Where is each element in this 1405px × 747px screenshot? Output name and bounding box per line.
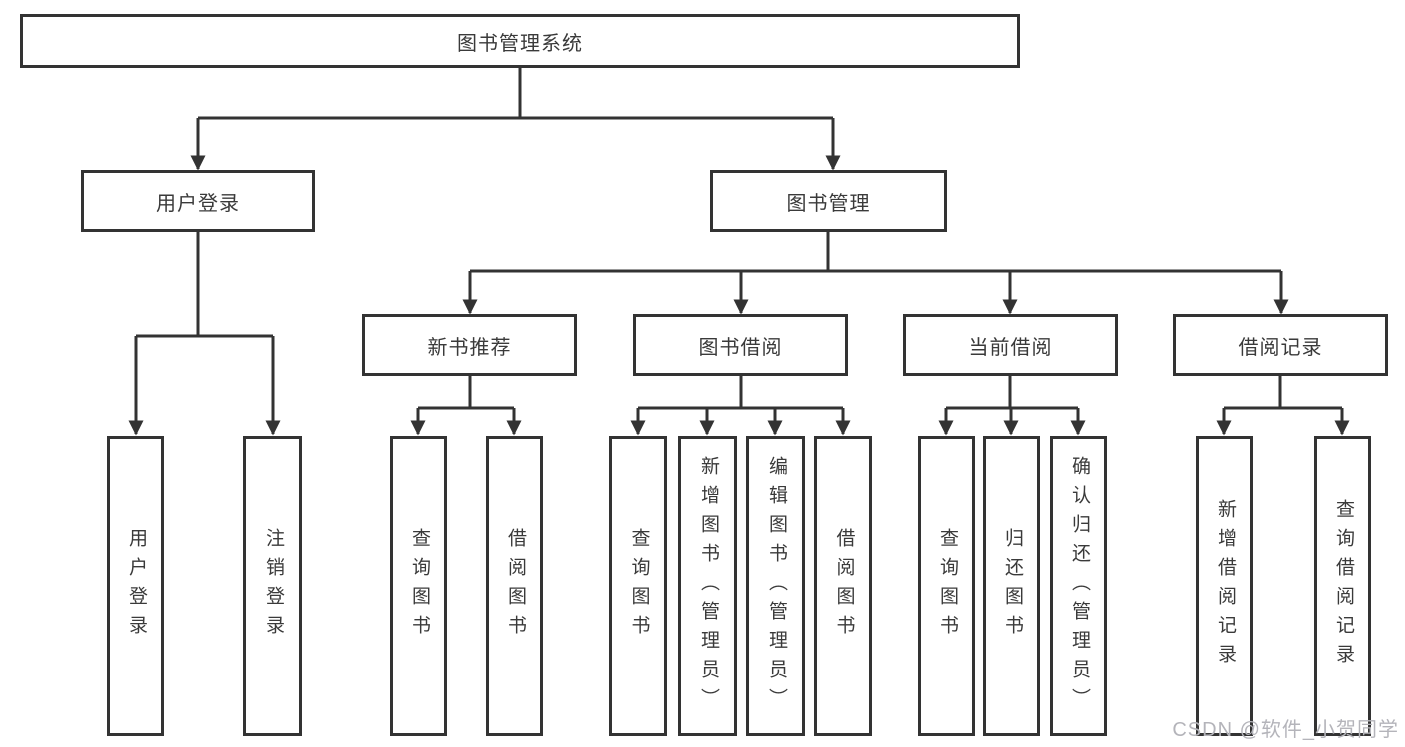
leaf-cb-query-books: 查询图书 [918, 436, 975, 736]
leaf-cb-confirm-return-admin: 确认归还（管理员） [1050, 436, 1107, 736]
connector-root [190, 68, 841, 171]
node-user-login: 用户登录 [81, 170, 315, 232]
node-current-borrowing: 当前借阅 [903, 314, 1118, 376]
leaf-logout-label: 注销登录 [262, 528, 284, 644]
leaf-cb-return-books-label: 归还图书 [1001, 528, 1023, 644]
leaf-user-login: 用户登录 [107, 436, 164, 736]
connector-book-borrow [630, 376, 851, 436]
leaf-br-add-record: 新增借阅记录 [1196, 436, 1253, 736]
node-root-library-system: 图书管理系统 [20, 14, 1020, 68]
connector-new-book-rec [410, 376, 522, 436]
leaf-bb-edit-books-admin-label: 编辑图书（管理员） [765, 455, 787, 717]
leaf-bb-borrow-books-label: 借阅图书 [833, 528, 855, 644]
leaf-bb-query-books-label: 查询图书 [628, 528, 650, 644]
node-book-management: 图书管理 [710, 170, 947, 232]
leaf-cb-query-books-label: 查询图书 [936, 528, 958, 644]
leaf-bb-add-books-admin-label: 新增图书（管理员） [697, 455, 719, 717]
leaf-bb-edit-books-admin: 编辑图书（管理员） [746, 436, 805, 736]
leaf-br-add-record-label: 新增借阅记录 [1214, 499, 1236, 673]
leaf-br-query-record-label: 查询借阅记录 [1332, 499, 1354, 673]
leaf-cb-return-books: 归还图书 [983, 436, 1040, 736]
connector-current-borrow [938, 376, 1086, 436]
leaf-bb-add-books-admin: 新增图书（管理员） [678, 436, 737, 736]
leaf-logout: 注销登录 [243, 436, 302, 736]
connector-borrow-record [1216, 376, 1350, 436]
node-borrowing-records: 借阅记录 [1173, 314, 1388, 376]
leaf-cb-confirm-return-admin-label: 确认归还（管理员） [1068, 455, 1090, 717]
leaf-nbr-borrow-books: 借阅图书 [486, 436, 543, 736]
leaf-user-login-label: 用户登录 [125, 528, 147, 644]
leaf-bb-borrow-books: 借阅图书 [814, 436, 872, 736]
connector-user-login [128, 232, 281, 436]
csdn-watermark: CSDN @软件_小贺同学 [1172, 719, 1399, 741]
leaf-nbr-borrow-books-label: 借阅图书 [504, 528, 526, 644]
leaf-nbr-query-books-label: 查询图书 [408, 528, 430, 644]
node-book-borrowing: 图书借阅 [633, 314, 848, 376]
leaf-bb-query-books: 查询图书 [609, 436, 667, 736]
connector-book-mgmt [462, 232, 1289, 315]
leaf-br-query-record: 查询借阅记录 [1314, 436, 1371, 736]
leaf-nbr-query-books: 查询图书 [390, 436, 447, 736]
node-new-book-recommend: 新书推荐 [362, 314, 577, 376]
